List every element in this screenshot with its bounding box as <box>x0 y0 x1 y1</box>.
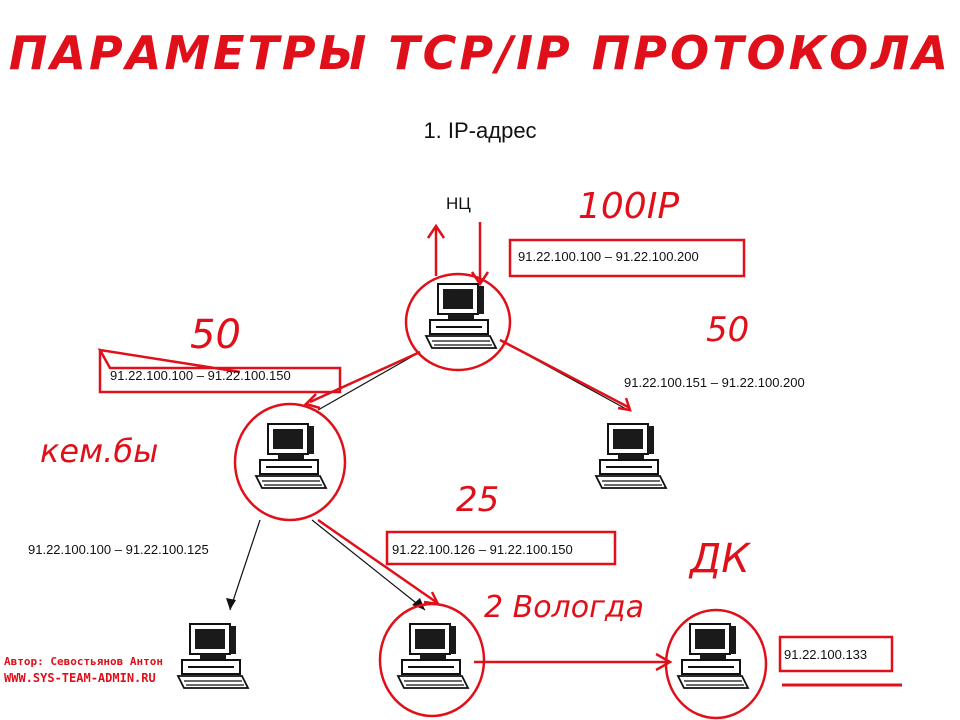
annotation-left-node: кем.бы <box>40 432 159 470</box>
link-top-left <box>317 351 421 411</box>
computer-right <box>595 423 667 489</box>
link-left-bottommid <box>311 519 426 611</box>
red-arrows <box>303 222 673 672</box>
annotation-top-count: 100IP <box>578 186 680 227</box>
computer-bottom-mid <box>397 623 469 689</box>
annotation-bottom-right-node: ДК <box>690 536 750 582</box>
credits-site[interactable]: WWW.SYS-TEAM-ADMIN.RU <box>4 671 156 685</box>
range-label-mid-left: 91.22.100.100 – 91.22.100.125 <box>28 542 209 557</box>
computer-bottom-right <box>677 623 749 689</box>
circle-top <box>404 272 512 372</box>
link-left-bottomleft <box>229 519 261 611</box>
range-label-top: 91.22.100.100 – 91.22.100.200 <box>518 249 699 264</box>
computer-left <box>255 423 327 489</box>
annotation-mid-count: 25 <box>456 480 500 520</box>
credits: Автор: Севостьянов Антон WWW.SYS-TEAM-AD… <box>4 654 163 686</box>
annotation-right-count: 50 <box>706 310 750 350</box>
node-label-top: НЦ <box>446 194 471 213</box>
credits-author: Автор: Севостьянов Антон <box>4 655 163 668</box>
range-box-mid-right <box>385 530 617 566</box>
annotation-left-count: 50 <box>190 312 241 358</box>
range-box-left <box>97 348 342 394</box>
range-box-bottom-right <box>778 635 894 673</box>
range-label-left: 91.22.100.100 – 91.22.100.150 <box>110 368 291 383</box>
computer-bottom-left <box>177 623 249 689</box>
page-title: ПАРАМЕТРЫ TCP/IP ПРОТОКОЛА <box>8 26 952 80</box>
range-box-top <box>508 238 746 278</box>
range-label-bottom-right: 91.22.100.133 <box>784 647 868 662</box>
circle-left <box>233 402 347 522</box>
arrow-head <box>412 598 425 610</box>
computer-top <box>425 283 497 349</box>
page-subtitle: 1. IP-адрес <box>423 118 537 143</box>
annotation-bottom-edge: 2 Вологда <box>484 590 644 625</box>
arrow-head <box>226 598 236 610</box>
range-label-mid-right: 91.22.100.126 – 91.22.100.150 <box>392 542 573 557</box>
range-label-right: 91.22.100.151 – 91.22.100.200 <box>624 375 805 390</box>
